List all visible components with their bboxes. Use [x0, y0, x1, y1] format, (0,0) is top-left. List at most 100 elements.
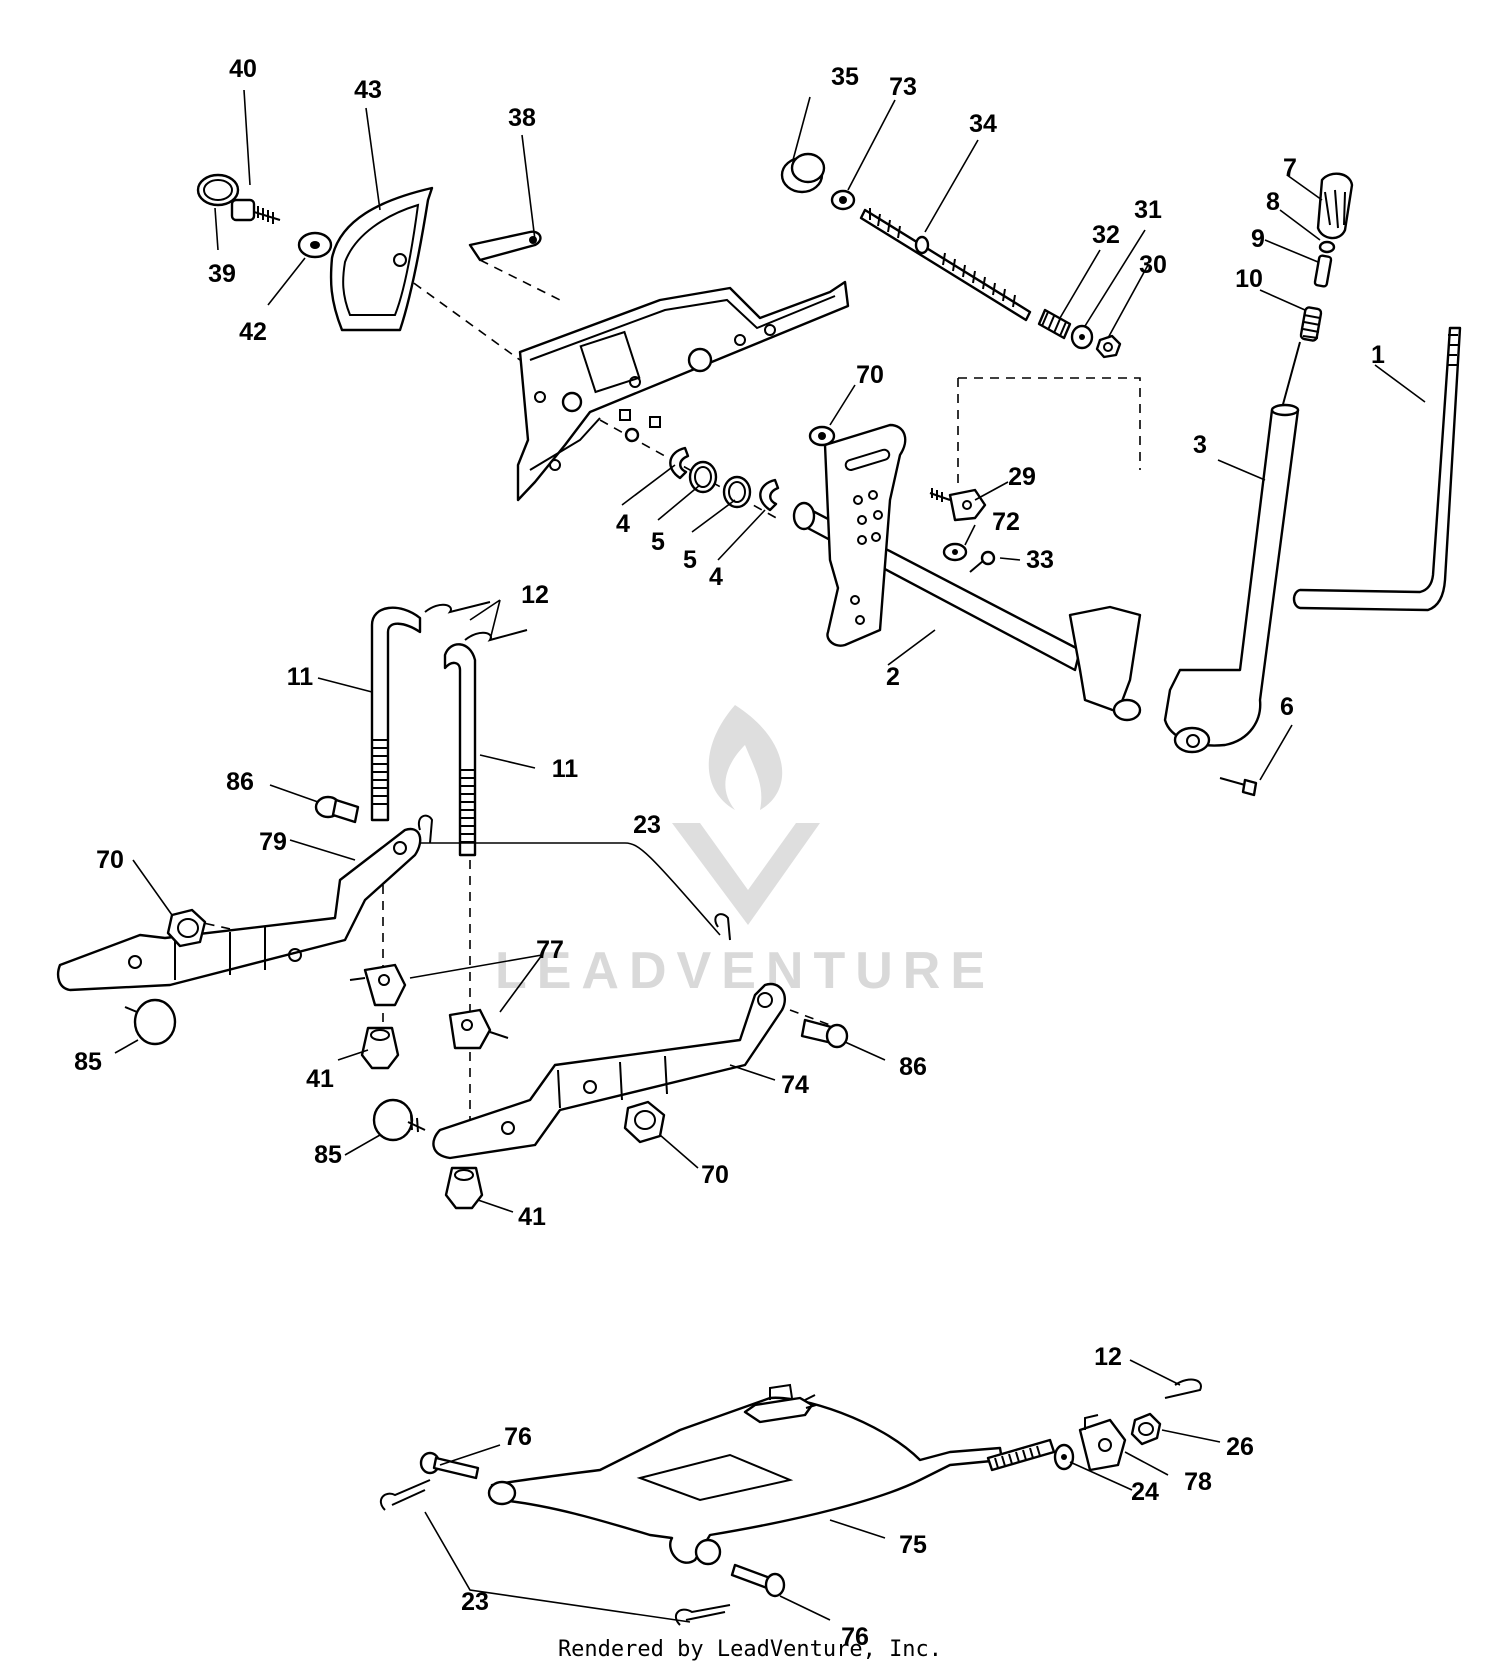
- watermark-text: LEADVENTURE: [495, 942, 995, 1000]
- callout-78: 78: [1184, 1468, 1212, 1496]
- callout-26: 26: [1226, 1433, 1254, 1461]
- callout-85-left: 85: [74, 1048, 102, 1076]
- part-32-spring: [1037, 308, 1072, 340]
- callout-11-right: 11: [552, 755, 579, 783]
- callout-24: 24: [1131, 1478, 1159, 1506]
- part-85-bolt-right: [372, 1098, 426, 1142]
- callout-70-left: 70: [96, 846, 124, 874]
- callout-74: 74: [781, 1071, 809, 1099]
- part-85-bolt-left: [124, 998, 177, 1046]
- part-77-block-left: [349, 963, 407, 1007]
- part-41-nut-right: [444, 1166, 484, 1210]
- callout-75: 75: [899, 1531, 927, 1559]
- part-5-washer-a: [688, 460, 718, 494]
- callout-86-left: 86: [226, 768, 254, 796]
- part-7-grip: [1316, 172, 1354, 240]
- part-39-cap: [196, 173, 240, 207]
- callout-38: 38: [508, 104, 536, 132]
- callout-12-bottom: 12: [1094, 1343, 1122, 1371]
- callout-70-top: 70: [856, 361, 884, 389]
- part-11-link-right: [443, 643, 477, 857]
- part-73-washer: [830, 189, 856, 211]
- mounting-bracket: [516, 280, 850, 502]
- part-9-pin: [1313, 254, 1333, 288]
- callout-6: 6: [1280, 693, 1294, 721]
- part-30-nut: [1095, 334, 1122, 359]
- callout-42: 42: [239, 318, 267, 346]
- callout-70-right: 70: [701, 1161, 729, 1189]
- callout-4-b: 4: [709, 563, 723, 591]
- part-3-lift-handle: [1163, 403, 1300, 754]
- callout-34: 34: [969, 110, 997, 138]
- callout-73: 73: [889, 73, 917, 101]
- callout-43: 43: [354, 76, 382, 104]
- callout-7: 7: [1283, 154, 1297, 182]
- part-2-lift-shaft: [792, 423, 1142, 722]
- callout-23-bottom: 23: [461, 1588, 489, 1616]
- part-72-washer: [942, 542, 968, 562]
- callout-40: 40: [229, 55, 257, 83]
- callout-77: 77: [536, 936, 564, 964]
- callout-2: 2: [886, 663, 900, 691]
- part-23-clip-bottom: [674, 1604, 731, 1626]
- callout-76-top: 76: [504, 1423, 532, 1451]
- callout-76-bottom: 76: [841, 1623, 869, 1651]
- part-76-pin-top: [419, 1451, 480, 1480]
- part-70-pad-top: [808, 425, 836, 447]
- part-75-stud: [743, 1383, 817, 1424]
- part-4-spacer-a: [669, 446, 690, 480]
- part-24-washer: [1053, 1443, 1075, 1471]
- leader-lines: [114, 89, 1426, 1623]
- callout-labels: 40 43 38 39 42 35 73 34 7 8 9 10 32 31 3…: [74, 55, 1385, 1651]
- callout-29: 29: [1008, 463, 1036, 491]
- callout-86-right: 86: [899, 1053, 927, 1081]
- handle-rod-line: [1281, 341, 1301, 409]
- part-86-bolt-right: [800, 1018, 849, 1049]
- part-75-front-bracket: [487, 1396, 1004, 1566]
- part-23-clip-mid: [714, 913, 731, 941]
- callout-85-right: 85: [314, 1141, 342, 1169]
- part-78-trunnion: [1078, 1414, 1127, 1472]
- part-34-adjust-rod: [859, 208, 1032, 322]
- watermark-logo: LEADVENTURE: [495, 705, 995, 1000]
- callout-72: 72: [992, 508, 1020, 536]
- part-12-hairpin-b: [464, 629, 528, 642]
- part-29-trunnion: [929, 488, 987, 522]
- part-76-pin-bottom: [730, 1563, 786, 1598]
- callout-11-left: 11: [287, 663, 314, 691]
- part-26-nut: [1130, 1412, 1162, 1446]
- part-23-clip-left: [379, 1479, 431, 1511]
- rendered-by-credit: Rendered by LeadVenture, Inc.: [557, 1637, 943, 1662]
- callout-35: 35: [831, 63, 859, 91]
- part-74-hanger-right: [432, 982, 787, 1160]
- part-77-block-right: [448, 1008, 509, 1050]
- callout-79: 79: [259, 828, 287, 856]
- part-10-spring: [1299, 306, 1323, 342]
- callout-39: 39: [208, 260, 236, 288]
- callout-1: 1: [1371, 341, 1385, 369]
- part-86-bolt-left: [314, 795, 360, 824]
- callout-41-left: 41: [306, 1065, 334, 1093]
- callout-41-right: 41: [518, 1203, 546, 1231]
- callout-23-mid: 23: [633, 811, 661, 839]
- part-38-clip: [468, 230, 542, 262]
- part-75-threaded-end: [986, 1438, 1056, 1472]
- part-33-clevis-pin: [969, 550, 996, 573]
- part-43-cover: [329, 186, 434, 332]
- part-1-rod: [1292, 326, 1462, 612]
- callout-33: 33: [1026, 546, 1054, 574]
- part-70-nut-right: [623, 1100, 666, 1144]
- callout-9: 9: [1251, 225, 1265, 253]
- part-4-spacer-b: [759, 478, 780, 512]
- part-6-bolt: [1219, 777, 1258, 797]
- callout-10: 10: [1235, 265, 1263, 293]
- callout-5-b: 5: [683, 546, 697, 574]
- part-23-clip-top: [417, 814, 434, 844]
- part-35-knob: [780, 152, 826, 194]
- callout-3: 3: [1193, 431, 1207, 459]
- part-41-nut-left: [360, 1026, 400, 1070]
- part-70-nut-left: [166, 908, 207, 948]
- part-8-cap: [1318, 240, 1336, 254]
- part-40-bolt: [230, 198, 281, 224]
